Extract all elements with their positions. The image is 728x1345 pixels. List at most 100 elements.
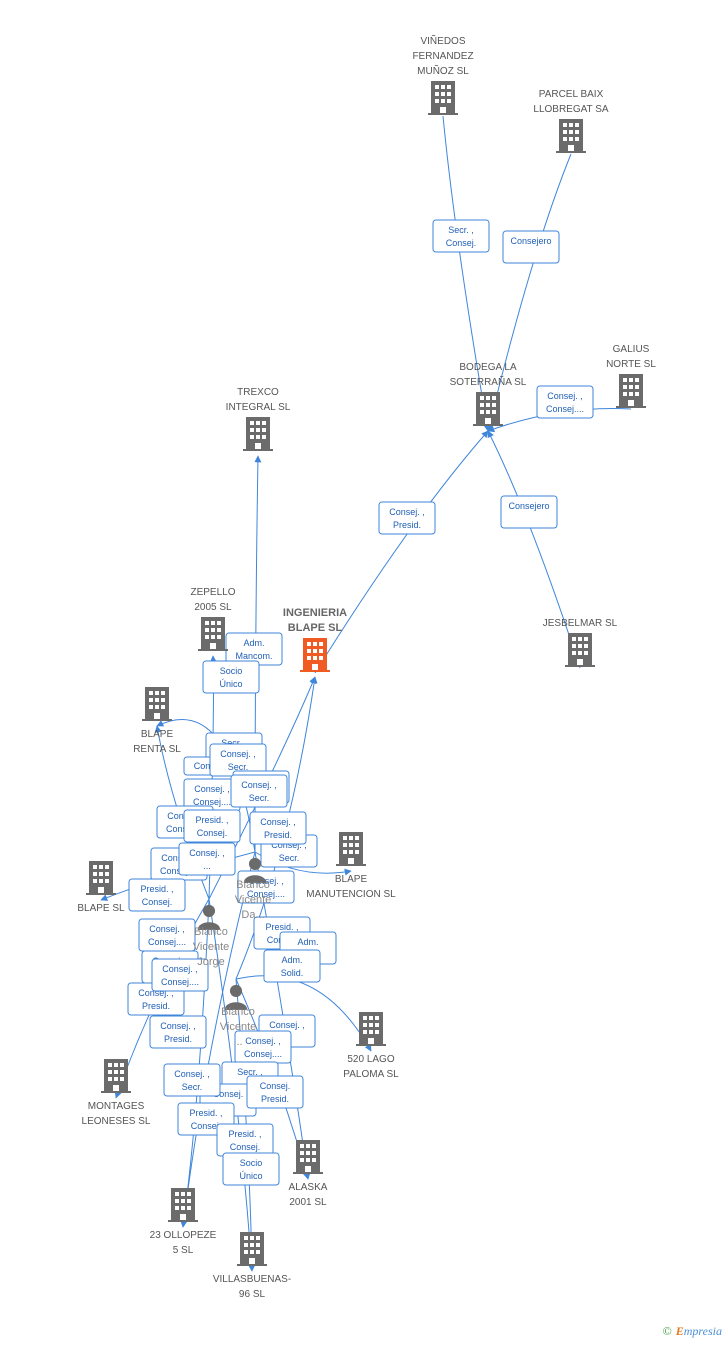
node-label: MANUTENCION SL (306, 889, 396, 900)
role-label: Consej. , (149, 924, 185, 934)
brand-name: mpresia (683, 1324, 722, 1338)
building-icon (616, 374, 646, 408)
role-badge-box (249, 811, 307, 845)
role-label: Mancom. (235, 651, 272, 661)
role-label: Consej. , (248, 876, 284, 886)
node-label: Blanco (221, 1006, 255, 1018)
role-badge[interactable]: Consej. ,Presid. (378, 501, 436, 535)
role-badge[interactable]: Consej. ,Secr. (163, 1063, 221, 1097)
role-label: Presid. (264, 830, 292, 840)
node-galius[interactable]: GALIUS NORTE SL (606, 344, 656, 408)
role-label: Consej. , (220, 749, 256, 759)
building-icon (168, 1188, 198, 1222)
node-blapesl[interactable]: BLAPE SL (77, 861, 125, 914)
node-label: RENTA SL (133, 744, 181, 755)
node-p1[interactable]: BlancoVicenteDa... (235, 857, 272, 921)
role-label: Socio (240, 1158, 263, 1168)
role-badge[interactable]: Consej. ,... (178, 842, 236, 876)
role-badge[interactable]: Consejero (500, 495, 558, 529)
role-label: Consej.... (546, 404, 584, 414)
role-badge[interactable]: Consej. ,Consej.... (138, 918, 196, 952)
role-label: Consejero (508, 501, 549, 511)
role-badge[interactable]: Consej. ,Consej.... (151, 958, 209, 992)
role-label: Presid. , (140, 884, 173, 894)
role-label: Consej. (142, 897, 173, 907)
building-icon (243, 417, 273, 451)
role-label: Secr. (249, 793, 270, 803)
node-blaperenta[interactable]: BLAPE RENTA SL (133, 687, 181, 755)
node-label: 2001 SL (289, 1197, 327, 1208)
role-label: Presid. , (195, 815, 228, 825)
node-label: ... (233, 1036, 242, 1048)
role-badge-box (202, 660, 260, 694)
role-badge[interactable]: Secr. ,Consej. (432, 219, 490, 253)
edge-jesbelmar-bodega (487, 430, 581, 669)
edge-p3-lago (235, 975, 372, 1052)
role-label: Presid. (261, 1094, 289, 1104)
role-badge-box (432, 219, 490, 253)
node-label: MUÑOZ SL (417, 64, 469, 77)
building-icon (336, 832, 366, 866)
node-label: 2005 SL (194, 602, 232, 613)
node-zepello[interactable]: ZEPELLO 2005 SL (190, 587, 236, 651)
role-label: Secr. (182, 1082, 203, 1092)
role-badge-box (502, 230, 560, 264)
empresia-footer[interactable]: ©Empresia (663, 1324, 722, 1339)
role-label: Adm. (281, 955, 302, 965)
building-icon (142, 687, 172, 721)
role-label: Presid. , (228, 1129, 261, 1139)
node-label: BLAPE (141, 729, 174, 740)
role-badge[interactable]: Consej. ,Presid. (149, 1015, 207, 1049)
node-label: FERNANDEZ (412, 51, 473, 62)
role-badge[interactable]: Adm.Mancom. (225, 632, 283, 666)
role-badge[interactable]: Presid. ,Consej. (183, 809, 241, 843)
role-label: Consej. , (138, 988, 174, 998)
node-label: GALIUS (613, 344, 650, 355)
node-p3[interactable]: BlancoVicente... (220, 984, 257, 1048)
role-label: Presid. , (189, 1108, 222, 1118)
role-badge[interactable]: Consej. ,Consej.... (536, 385, 594, 419)
node-villasbuenas[interactable]: VILLASBUENAS-96 SL (213, 1232, 291, 1300)
role-badge[interactable]: Consej. ,Consej.... (234, 1030, 292, 1064)
role-badge[interactable]: Consej. Presid. (246, 1075, 304, 1109)
role-badge-box (263, 949, 321, 983)
role-badge[interactable]: Consej. ,Presid. (249, 811, 307, 845)
node-label: Vicente (220, 1021, 257, 1033)
role-label: Secr. , (448, 225, 474, 235)
building-icon (300, 638, 330, 672)
role-label: Secr. , (237, 1067, 263, 1077)
edge-p1-ollopeze (180, 851, 256, 1228)
role-badge-box (246, 1075, 304, 1109)
role-label: Adm. (297, 937, 318, 947)
brand-initial: E (675, 1324, 684, 1338)
building-icon (198, 617, 228, 651)
role-badge[interactable]: Adm.Solid. (263, 949, 321, 983)
role-label: Consej. (260, 1081, 291, 1091)
role-label: Presid. (164, 1034, 192, 1044)
node-label: NORTE SL (606, 359, 656, 370)
node-label: PALOMA SL (343, 1069, 399, 1080)
node-jesbelmar[interactable]: JESBELMAR SL (543, 618, 618, 667)
role-label: Consej. , (269, 1020, 305, 1030)
role-badge[interactable]: Presid. ,Consej. (216, 1123, 274, 1157)
node-label: ZEPELLO (190, 587, 235, 598)
role-badge[interactable]: Consej. ,Secr. (230, 774, 288, 808)
role-badge[interactable]: Presid. , Consej. (128, 878, 186, 912)
role-badge[interactable]: Consejero (502, 230, 560, 264)
role-label: Socio (220, 666, 243, 676)
